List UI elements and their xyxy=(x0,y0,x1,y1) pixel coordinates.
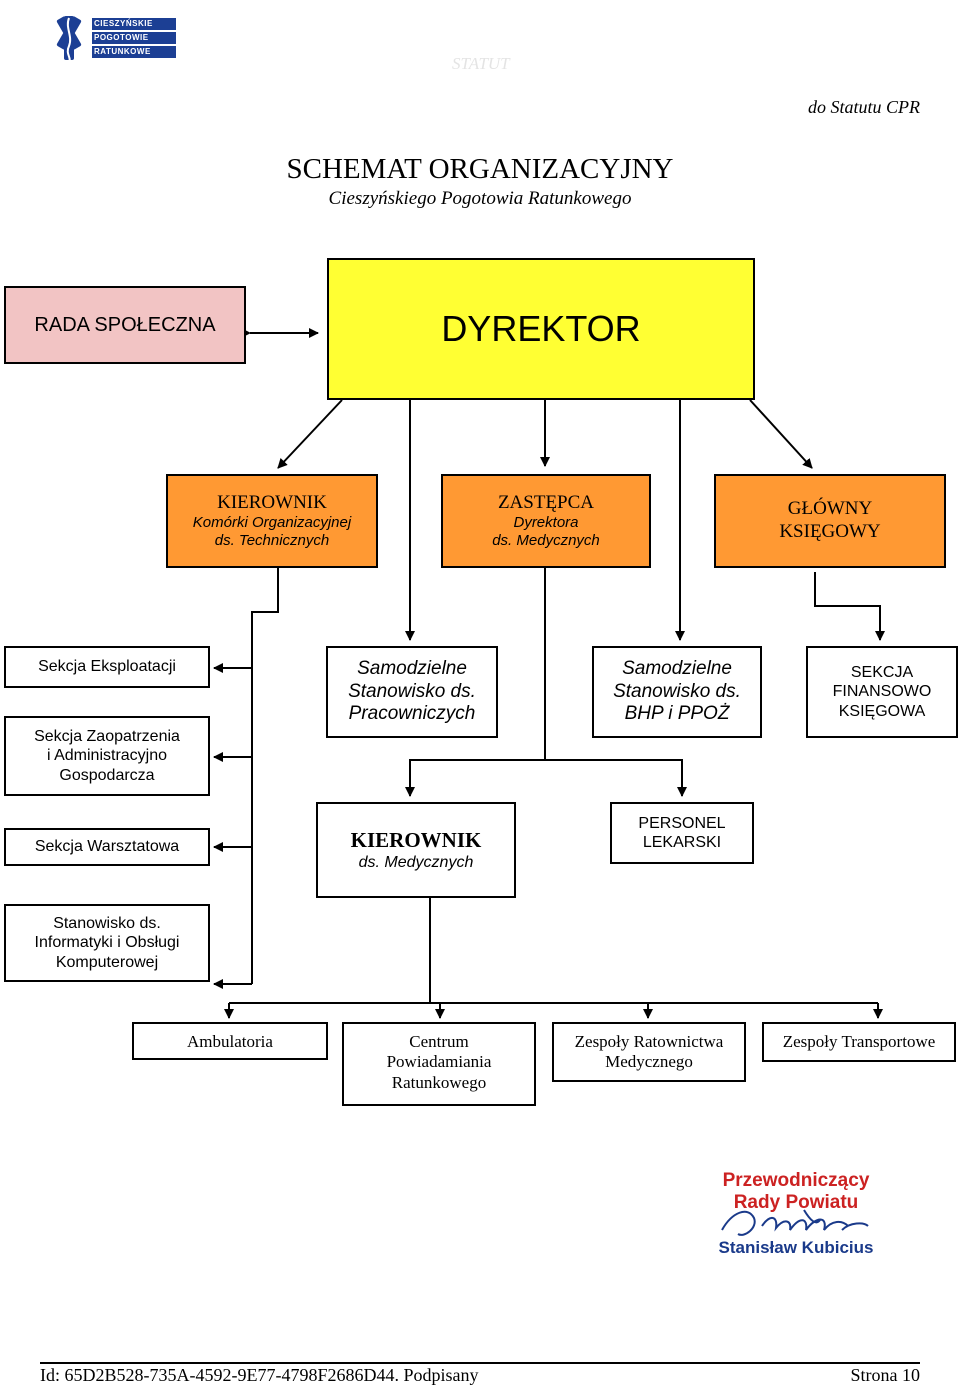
glowny-ksiegowy-box: GŁÓWNY KSIĘGOWY xyxy=(714,474,946,568)
kierownik-techniczny-line: ds. Technicznych xyxy=(214,532,330,550)
centrum-powiadamiania-line: Powiadamiania xyxy=(386,1052,492,1072)
organization-logo: CIESZYŃSKIE POGOTOWIE RATUNKOWE xyxy=(50,8,180,68)
centrum-powiadamiania-line: Centrum xyxy=(409,1032,469,1051)
centrum-powiadamiania-box: Centrum Powiadamiania Ratunkowego xyxy=(342,1022,536,1106)
zastepca-line: Dyrektora xyxy=(513,514,579,532)
stanowisko-informatyki-line: Stanowisko ds. xyxy=(53,915,161,933)
centrum-powiadamiania-line: Ratunkowego xyxy=(391,1072,487,1092)
page-title: SCHEMAT ORGANIZACYJNY xyxy=(286,153,674,185)
footer-divider xyxy=(40,1362,920,1364)
page-subtitle: Cieszyńskiego Pogotowia Ratunkowego xyxy=(328,188,632,209)
svg-text:Stanisław Kubicius: Stanisław Kubicius xyxy=(719,1238,874,1257)
signature-stamp: Przewodniczący Rady Powiatu Stanisław Ku… xyxy=(692,1160,900,1260)
zastepca-dyrektora-box: ZASTĘPCA Dyrektora ds. Medycznych xyxy=(441,474,651,568)
document-id: Id: 65D2B528-735A-4592-9E77-4798F2686D44… xyxy=(40,1365,479,1385)
zastepca-line: ds. Medycznych xyxy=(492,532,600,550)
stanowisko-pracownicze-box: Samodzielne Stanowisko ds. Pracowniczych xyxy=(326,646,498,738)
zespoly-ratownictwa-line: Zespoły Ratownictwa xyxy=(574,1032,724,1051)
glowny-ksiegowy-line: KSIĘGOWY xyxy=(779,521,881,542)
kierownik-techniczny-title: KIEROWNIK xyxy=(217,491,327,513)
stanowisko-informatyki-box: Stanowisko ds. Informatyki i Obsługi Kom… xyxy=(4,904,210,982)
kierownik-medyczny-line: ds. Medycznych xyxy=(358,854,474,871)
kierownik-medyczny-title: KIEROWNIK xyxy=(350,827,482,852)
logo-text-line: RATUNKOWE xyxy=(94,47,151,56)
watermark-text: STATUT xyxy=(452,54,510,73)
sekcja-zaopatrzenia-line: i Administracyjno xyxy=(46,747,168,765)
zespoly-transportowe-label: Zespoły Transportowe xyxy=(782,1032,936,1051)
rada-spoleczna-label: RADA SPOŁECZNA xyxy=(34,314,216,336)
stanowisko-bhp-line: BHP i PPOŻ xyxy=(624,703,730,725)
personel-lekarski-line: LEKARSKI xyxy=(642,834,722,851)
kierownik-techniczny-box: KIEROWNIK Komórki Organizacyjnej ds. Tec… xyxy=(166,474,378,568)
stanowisko-bhp-line: Samodzielne xyxy=(622,657,732,679)
zespoly-ratownictwa-line: Medycznego xyxy=(605,1052,693,1072)
stanowisko-pracownicze-line: Samodzielne xyxy=(357,657,467,679)
svg-text:Przewodniczący: Przewodniczący xyxy=(723,1170,870,1191)
sekcja-warsztatowa-box: Sekcja Warsztatowa xyxy=(4,828,210,866)
sekcja-eksploatacji-box: Sekcja Eksploatacji xyxy=(4,646,210,688)
zastepca-title: ZASTĘPCA xyxy=(497,491,595,513)
kierownik-techniczny-line: Komórki Organizacyjnej xyxy=(192,514,352,532)
kierownik-medyczny-box: KIEROWNIK ds. Medycznych xyxy=(316,802,516,898)
sekcja-eksploatacji-label: Sekcja Eksploatacji xyxy=(38,658,176,676)
personel-lekarski-line: PERSONEL xyxy=(638,814,726,832)
sekcja-finansowo-line: FINANSOWO xyxy=(832,683,932,701)
logo-text-line: CIESZYŃSKIE xyxy=(94,19,153,28)
stanowisko-pracownicze-line: Stanowisko ds. xyxy=(348,680,476,702)
sekcja-zaopatrzenia-line: Gospodarcza xyxy=(59,766,155,784)
stanowisko-pracownicze-line: Pracowniczych xyxy=(348,703,476,725)
sekcja-finansowo-line: KSIĘGOWA xyxy=(838,702,926,720)
sekcja-warsztatowa-label: Sekcja Warsztatowa xyxy=(34,838,180,856)
dyrektor-label: DYREKTOR xyxy=(441,308,641,350)
personel-lekarski-box: PERSONEL LEKARSKI xyxy=(610,802,754,864)
stanowisko-bhp-line: Stanowisko ds. xyxy=(613,680,741,702)
page-number: Strona 10 xyxy=(850,1365,921,1385)
svg-text:Rady Powiatu: Rady Powiatu xyxy=(734,1192,859,1213)
stanowisko-bhp-box: Samodzielne Stanowisko ds. BHP i PPOŻ xyxy=(592,646,762,738)
glowny-ksiegowy-line: GŁÓWNY xyxy=(787,498,873,520)
sekcja-finansowo-line: SEKCJA xyxy=(850,664,914,682)
sekcja-zaopatrzenia-box: Sekcja Zaopatrzenia i Administracyjno Go… xyxy=(4,716,210,796)
statute-reference: do Statutu CPR xyxy=(808,97,920,117)
dyrektor-box: DYREKTOR xyxy=(327,258,755,400)
ambulatoria-label: Ambulatoria xyxy=(187,1032,273,1051)
rada-spoleczna-box: RADA SPOŁECZNA xyxy=(4,286,246,364)
sekcja-finansowo-ksiegowa-box: SEKCJA FINANSOWO KSIĘGOWA xyxy=(806,646,958,738)
stanowisko-informatyki-line: Informatyki i Obsługi xyxy=(34,934,180,952)
zespoly-transportowe-box: Zespoły Transportowe xyxy=(762,1022,956,1062)
stanowisko-informatyki-line: Komputerowej xyxy=(55,953,159,971)
ambulatoria-box: Ambulatoria xyxy=(132,1022,328,1060)
sekcja-zaopatrzenia-line: Sekcja Zaopatrzenia xyxy=(34,728,180,746)
logo-text-line: POGOTOWIE xyxy=(94,33,149,42)
zespoly-ratownictwa-box: Zespoły Ratownictwa Medycznego xyxy=(552,1022,746,1082)
